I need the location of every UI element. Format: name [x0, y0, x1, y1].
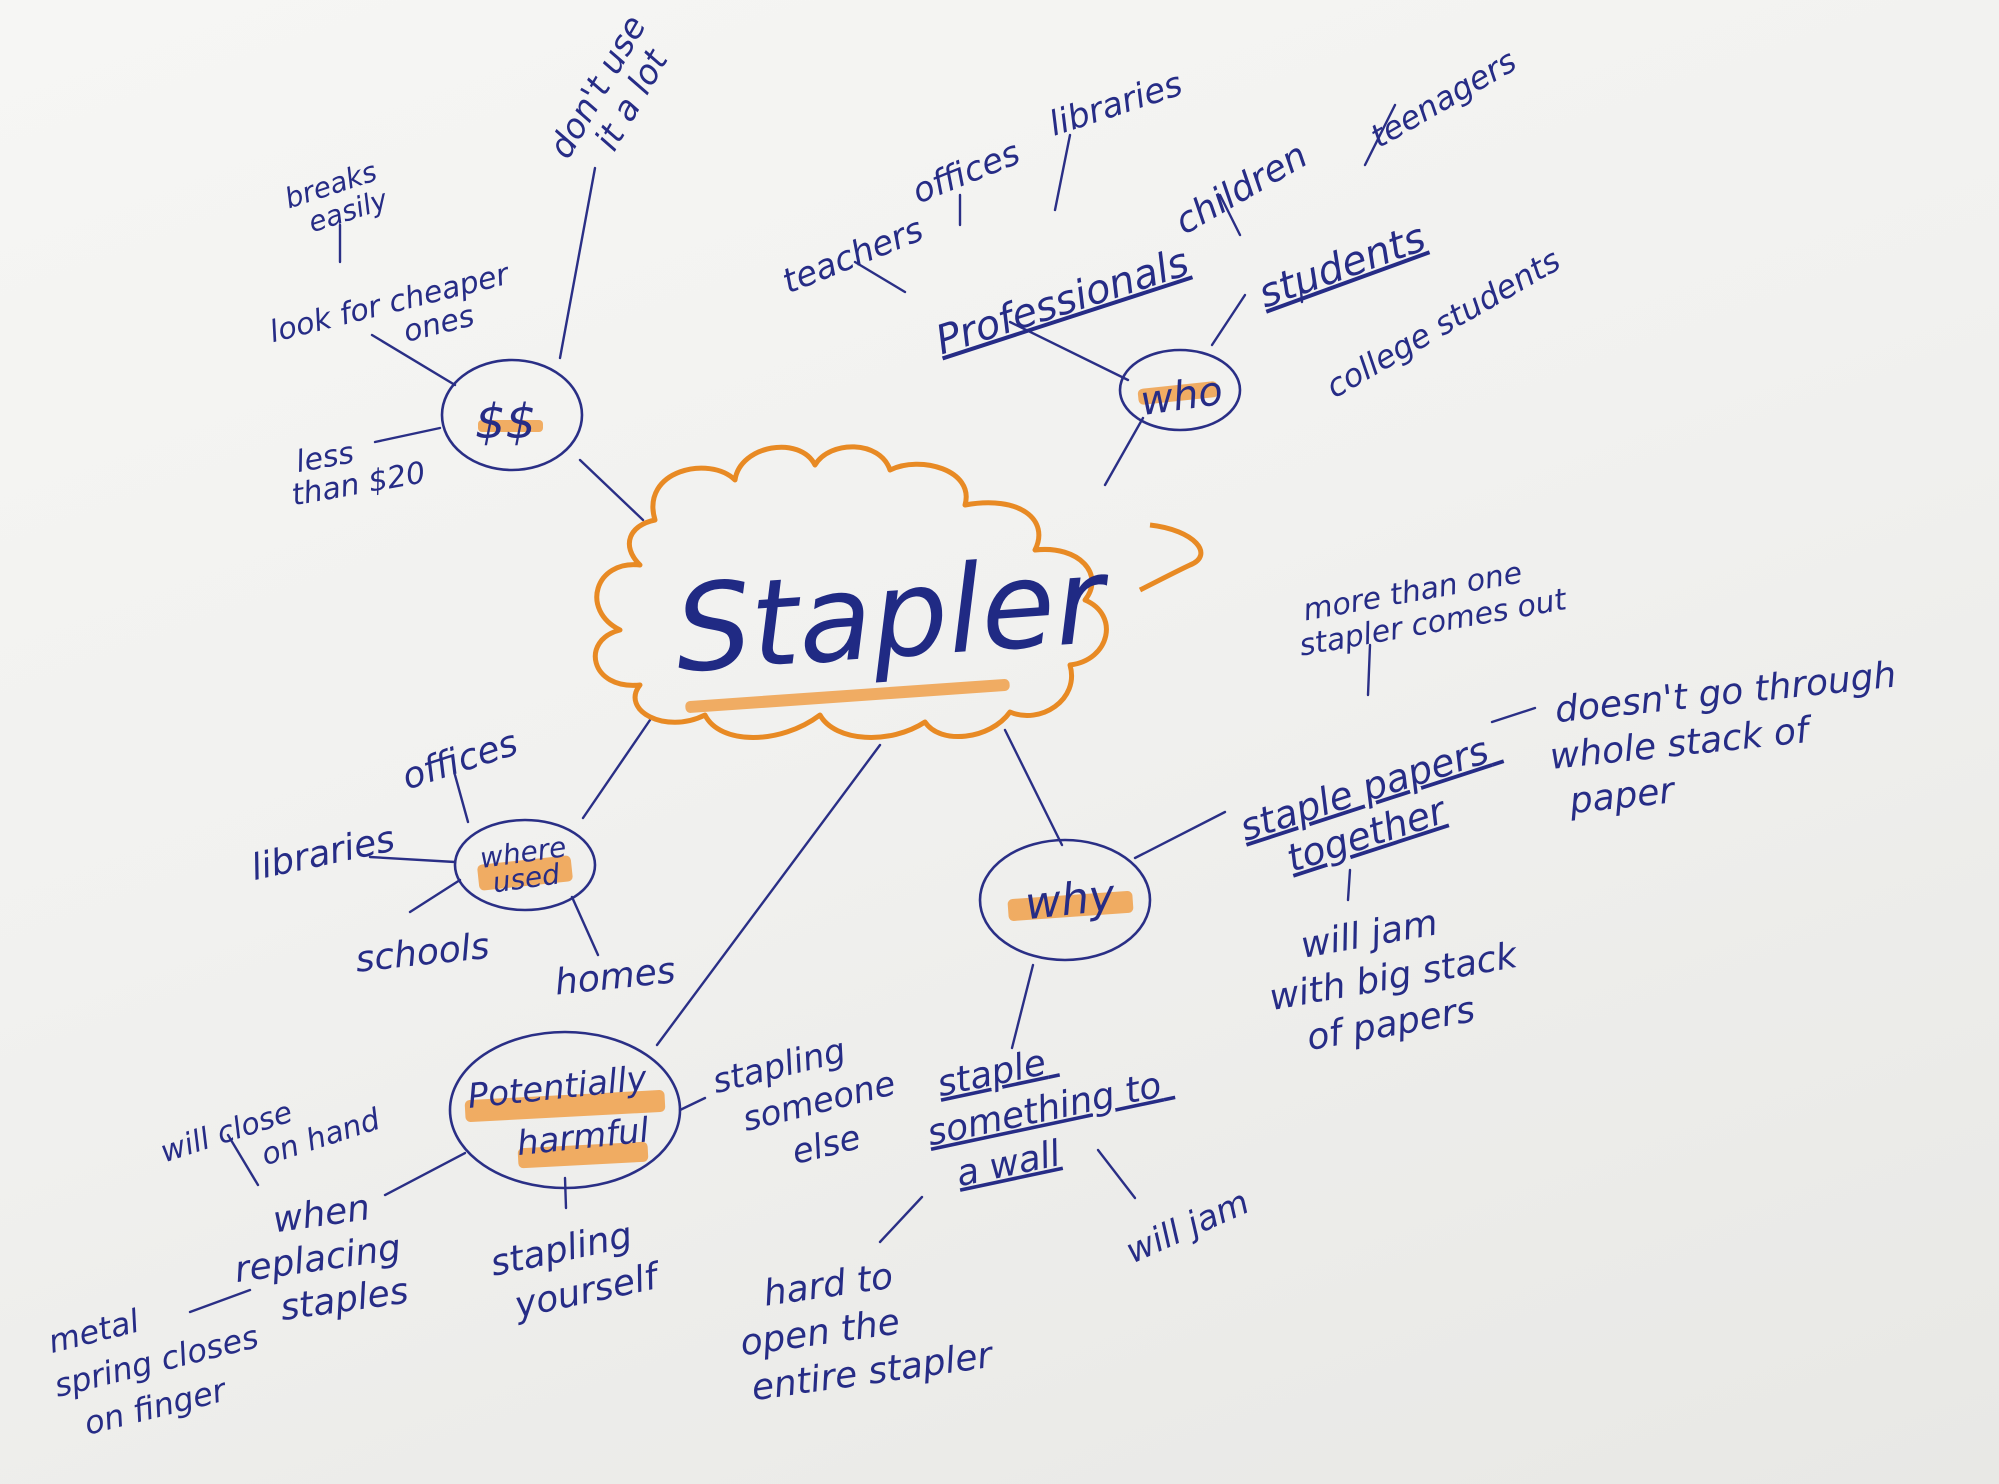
- why-node-label: why: [1023, 870, 1119, 930]
- connector-teachers: [853, 260, 907, 294]
- center-label: Stapler: [671, 531, 1116, 700]
- cost-node-label: $$: [475, 394, 536, 450]
- connector-schools: [408, 878, 462, 914]
- stapling-yourself-text: stapling yourself: [487, 1210, 666, 1329]
- offices-top-text: offices: [907, 133, 1026, 212]
- connector-someone: [678, 1096, 707, 1112]
- center-cloud-tail: [1138, 522, 1204, 593]
- connector-staple-papers: [1133, 810, 1227, 860]
- why-branch: why staple papers together more than one…: [731, 549, 1919, 1409]
- connector-yourself: [563, 1176, 568, 1210]
- center-highlight: [685, 678, 1010, 713]
- doesnt-go-text: doesn't go through whole stack of paper: [1543, 653, 1919, 823]
- who-branch: who Professionals teachers offices libra…: [777, 42, 1567, 432]
- more-than-one-text: more than one stapler comes out: [1291, 549, 1570, 664]
- cost-node-circle: [440, 358, 584, 472]
- why-node-highlight: [1007, 890, 1134, 921]
- connector-who: [1103, 416, 1145, 487]
- cheaper-line-1: look for cheaper: [266, 257, 514, 351]
- connector-harmful: [655, 743, 882, 1047]
- connector-will-jam-stack: [1346, 868, 1352, 902]
- metal-spring-text: metal spring closes on finger: [40, 1272, 283, 1447]
- connector-lines: [188, 103, 1537, 1314]
- who-node-highlight: [1137, 381, 1219, 405]
- center-node: Stapler: [592, 444, 1204, 740]
- connector-less: [373, 426, 442, 444]
- schools-text: schools: [354, 926, 492, 981]
- connector-professionals: [1008, 320, 1130, 382]
- staple-papers-text: staple papers together: [1234, 724, 1518, 891]
- hard-to-open-text: hard to open the entire stapler: [731, 1243, 996, 1409]
- will-jam-wall-text: will jam: [1120, 1182, 1255, 1272]
- connector-staple-wall: [1010, 963, 1035, 1050]
- connector-where: [581, 718, 652, 820]
- students-text: students: [1253, 215, 1432, 318]
- libraries-top-text: libraries: [1044, 64, 1187, 144]
- professionals-text: Professionals: [930, 239, 1194, 364]
- harmful-node-highlight-1: [464, 1090, 666, 1122]
- connector-college: [1298, 278, 1304, 304]
- why-node-circle: [978, 838, 1152, 962]
- children-text: children: [1168, 135, 1314, 243]
- replacing-text: when replacing staples: [226, 1182, 421, 1335]
- harmful-node-highlight-2: [517, 1141, 649, 1169]
- connector-cheaper: [370, 333, 457, 387]
- will-jam-stack-text: will jam with big stack of papers: [1258, 888, 1539, 1064]
- where-node-highlight: [477, 855, 573, 891]
- connector-doesnt-go: [1490, 706, 1537, 724]
- less-than-text: less than $20: [283, 424, 428, 513]
- connector-homes: [570, 895, 600, 957]
- connector-hard-to-open: [878, 1195, 924, 1244]
- connector-libraries-top: [1053, 133, 1072, 212]
- dont-use-text: don't use it a lot: [541, 0, 691, 183]
- connector-students: [1210, 293, 1247, 347]
- libraries-where-text: libraries: [248, 819, 399, 889]
- who-node-label: who: [1137, 368, 1225, 425]
- connector-metal-spring: [188, 1288, 252, 1314]
- teenagers-text: teenagers: [1364, 42, 1523, 156]
- connector-cost: [578, 458, 645, 522]
- where-used-branch: where used offices libraries schools hom…: [248, 723, 678, 1004]
- harmful-node-circle: [448, 1030, 682, 1190]
- connector-offices-where: [453, 773, 470, 824]
- doesnt-go-line-3: paper: [1567, 770, 1679, 822]
- cost-branch: $$ breaks easily don't use it a lot look…: [266, 0, 691, 513]
- connector-why: [1003, 728, 1064, 847]
- stapling-someone-text: stapling someone else: [709, 1018, 921, 1187]
- connector-libraries-where: [368, 855, 457, 864]
- offices-where-text: offices: [397, 723, 523, 799]
- breaks-easily-text: breaks easily: [281, 152, 399, 244]
- connector-children: [1218, 193, 1242, 237]
- cost-node-highlight: [478, 420, 543, 432]
- center-cloud-shape: [592, 444, 1109, 740]
- connector-close-hand: [226, 1133, 260, 1187]
- connector-more-than-one: [1366, 643, 1372, 697]
- staple-wall-text: staple something to a wall: [914, 1017, 1186, 1199]
- connector-replacing: [383, 1151, 467, 1197]
- teachers-text: teachers: [777, 210, 929, 303]
- homes-text: homes: [553, 950, 677, 1003]
- who-node-circle: [1118, 348, 1242, 432]
- where-node-circle: [453, 818, 597, 912]
- connector-teenagers: [1363, 103, 1397, 167]
- connector-dontuse: [558, 166, 597, 360]
- connector-will-jam-wall: [1096, 1148, 1137, 1200]
- close-on-hand-text: will close on hand: [156, 1069, 385, 1202]
